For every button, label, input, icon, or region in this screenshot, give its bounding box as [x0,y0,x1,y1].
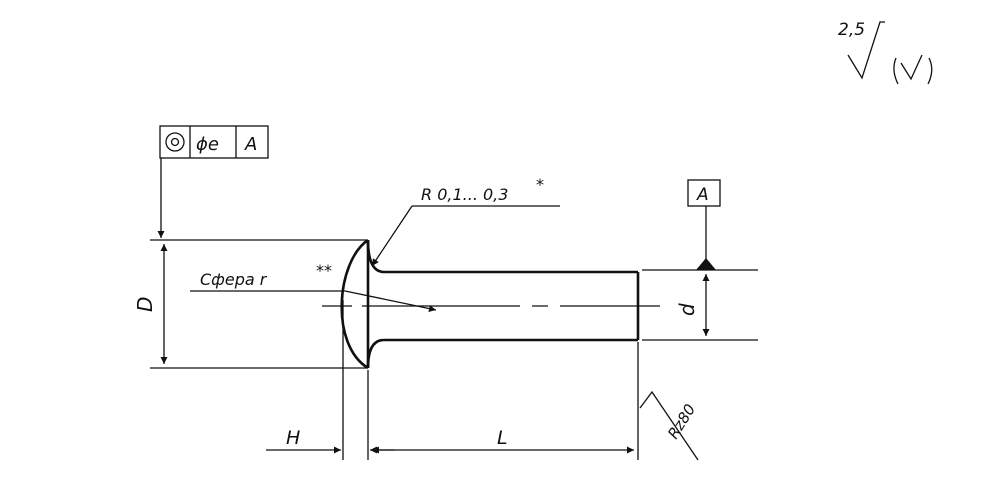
head-diameter-dimension: D [133,244,168,364]
fillet-radius-mark: * [536,175,544,194]
length-dimension: L [372,427,634,454]
roughness-value: 2,5 [838,20,865,40]
shank-diameter-dimension: d [675,274,710,336]
roughness-symbol-general: 2,5 [838,20,933,85]
head-height-label: H [286,427,300,449]
length-label: L [497,427,508,449]
end-roughness-label: Rz80 [664,401,699,442]
end-roughness-symbol: Rz80 [639,390,699,461]
head-diameter-label: D [133,297,157,312]
datum-triangle-icon [696,258,716,270]
sphere-label: Сфера r [200,270,268,289]
head-height-dimension: H [266,427,395,454]
shank-diameter-label: d [675,303,699,316]
roughness-bracket-open-icon [893,57,899,85]
concentricity-icon [165,132,185,152]
fillet-radius-callout: R 0,1... 0,3 * [371,175,560,267]
extension-lines [150,239,758,460]
tolerance-value: ϕe [196,134,219,155]
datum-a-label: A [696,185,709,205]
sphere-radius-callout: Сфера r ** [190,261,437,312]
roughness-bracket-close-icon [927,57,933,85]
sphere-mark: ** [316,261,332,280]
roughness-check-icon [847,21,885,80]
pin-outline [340,238,640,370]
tolerance-datum: A [244,134,257,155]
fillet-radius-label: R 0,1... 0,3 [421,185,508,204]
datum-a-marker: A [687,179,721,270]
tolerance-frame: ϕe A [157,125,269,238]
roughness-check-small-icon [900,54,923,81]
